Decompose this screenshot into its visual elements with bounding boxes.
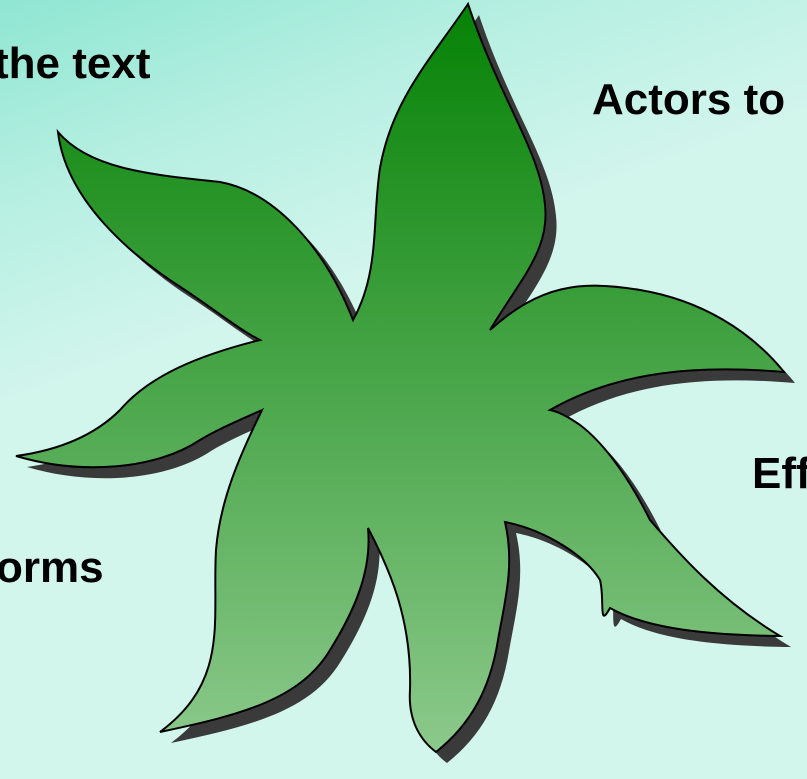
label-right: Eff bbox=[752, 452, 807, 496]
label-top-left: the text bbox=[0, 42, 150, 86]
label-top-right: Actors to bbox=[592, 78, 785, 122]
label-bottom-left: orms bbox=[0, 546, 104, 590]
